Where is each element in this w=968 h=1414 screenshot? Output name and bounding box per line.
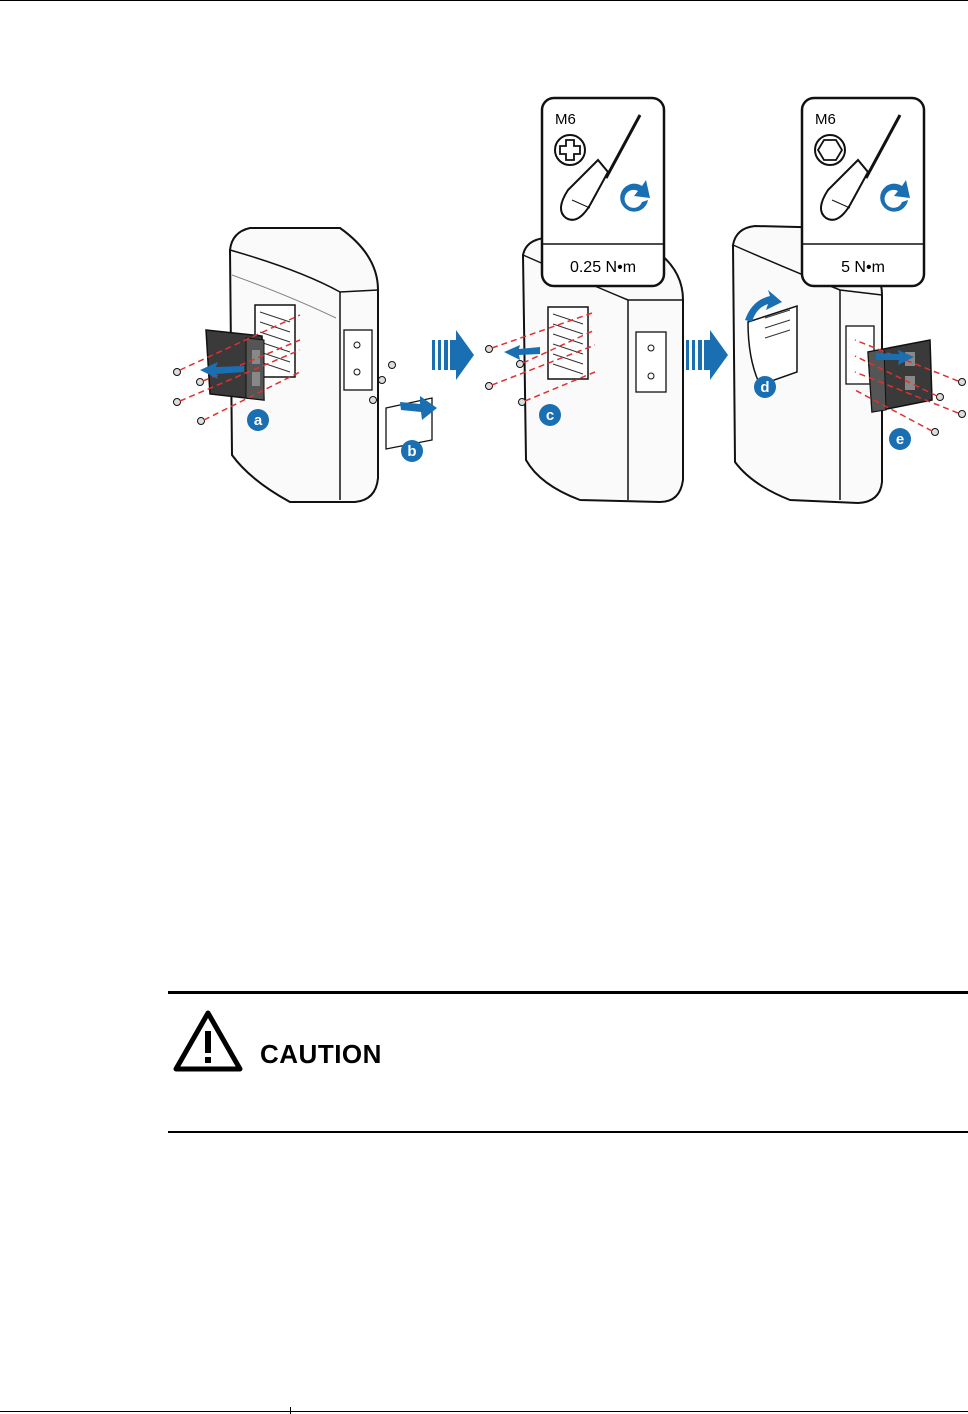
step-label-a: a: [247, 409, 269, 431]
caution-label: CAUTION: [260, 1039, 382, 1070]
step-label-d: d: [754, 376, 776, 398]
torque-tool-callout-right: M6 5 N•m: [802, 98, 924, 286]
footer-rule: [0, 1411, 968, 1412]
svg-text:5 N•m: 5 N•m: [841, 259, 885, 276]
torque-tool-callout-left: M6 0.25 N•m: [542, 98, 664, 286]
installation-figure: a b c: [0, 0, 968, 540]
process-arrow-icon: [686, 330, 728, 380]
svg-text:c: c: [546, 407, 554, 424]
caution-top-rule: [168, 991, 968, 994]
svg-text:M6: M6: [555, 111, 576, 128]
footer-divider-tick: [290, 1407, 291, 1414]
step-label-b: b: [401, 440, 423, 462]
warning-triangle-icon: [172, 1009, 244, 1073]
device-unit-1: a b: [174, 228, 438, 502]
step-label-e: e: [889, 428, 911, 450]
process-arrow-icon: [432, 330, 474, 380]
svg-text:a: a: [254, 412, 263, 429]
svg-text:b: b: [407, 443, 416, 460]
svg-text:e: e: [896, 431, 904, 448]
svg-text:d: d: [760, 379, 769, 396]
svg-text:M6: M6: [815, 111, 836, 128]
caution-notice: CAUTION: [168, 991, 968, 1133]
step-label-c: c: [539, 404, 561, 426]
caution-bottom-rule: [168, 1131, 968, 1133]
svg-text:0.25 N•m: 0.25 N•m: [570, 259, 636, 276]
vent-grille: [548, 307, 588, 379]
